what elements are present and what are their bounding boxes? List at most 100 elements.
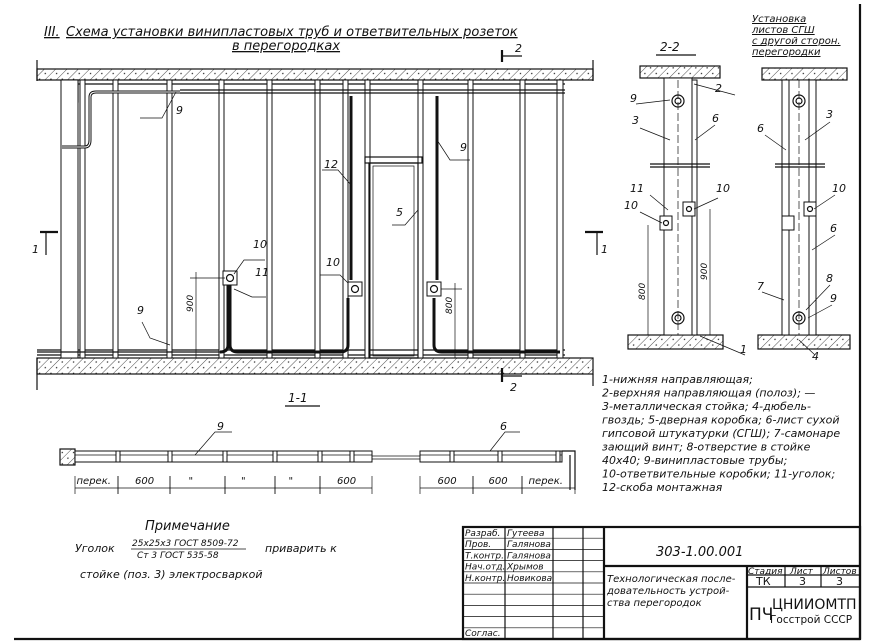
legend: 1-нижняя направляющая;2-верхняя направля… <box>602 373 840 494</box>
dim-right: 800 <box>445 297 455 314</box>
dimension-label: 600 <box>489 476 508 487</box>
svg-text:1: 1 <box>32 243 39 256</box>
legend-line: гипсовой штукатурки (СГШ); 7-самонаре <box>602 427 840 440</box>
other-side-title-line: Установка <box>752 14 806 25</box>
metal-stud <box>79 79 86 359</box>
junction-box <box>426 281 442 297</box>
role-name: Галянова <box>507 540 551 550</box>
description-2: довательность устрой- <box>606 586 730 597</box>
stud-section <box>272 450 278 463</box>
stud-section <box>115 450 121 463</box>
role-label: Разраб. <box>465 529 500 539</box>
callout-label: 9 <box>830 292 837 305</box>
stud-section <box>449 450 455 463</box>
doc-code: 303-1.00.001 <box>656 545 743 560</box>
dimension-label: " <box>189 476 194 487</box>
metal-stud <box>266 79 273 359</box>
label-door-frame: 5 <box>396 206 403 219</box>
junction-box <box>347 281 363 297</box>
other-side-title-line: листов СГШ <box>751 25 815 36</box>
callout-label: 10 <box>624 199 638 212</box>
metal-stud <box>166 79 173 359</box>
callout-label: 1 <box>740 343 747 356</box>
label-box-mid: 10 <box>326 256 340 269</box>
label-pipe-bottom: 9 <box>137 304 144 317</box>
svg-text:2: 2 <box>510 381 517 394</box>
stage-value: ТК <box>755 575 771 588</box>
role-label: Н.контр. <box>465 574 505 584</box>
role-name: Гутеева <box>507 529 544 539</box>
note: Примечание Уголок 25х25х3 ГОСТ 8509-72 С… <box>75 519 337 581</box>
callout-label: 10 <box>832 182 846 195</box>
callout-label: 4 <box>812 350 819 363</box>
role-name: Хрымов <box>506 563 544 573</box>
section-mark-2-top: 2 <box>500 42 522 62</box>
legend-line: 2-верхняя направляющая (полоз); — <box>602 387 815 400</box>
stud-section <box>222 450 228 463</box>
floor-slab <box>36 357 594 375</box>
callout-label: 2 <box>715 82 722 95</box>
note-prefix: Уголок <box>75 542 115 555</box>
section-mark-2-bottom: 2 <box>500 368 522 394</box>
legend-line: 40х40; 9-винипластовые трубы; <box>602 454 787 467</box>
dimension-label: перек. <box>529 476 563 487</box>
title-line1: Схема установки винипластовых труб и отв… <box>66 25 518 40</box>
callout-label: 11 <box>630 182 644 195</box>
org-line1: ЦНИИОМТП <box>772 597 857 613</box>
org-line2: Госстрой СССР <box>770 614 852 626</box>
sheets-header: Листов <box>822 567 857 577</box>
metal-stud <box>218 79 225 359</box>
dimension-label: " <box>289 476 294 487</box>
callout-label: 6 <box>830 222 837 235</box>
metal-stud <box>467 79 474 359</box>
stud-section <box>349 450 355 463</box>
callout-label: 6 <box>757 122 764 135</box>
dim-left: 900 <box>186 295 196 312</box>
stage-header: Стадия <box>748 567 783 577</box>
metal-studs <box>60 79 564 359</box>
label-corner: 11 <box>255 266 269 279</box>
other-side-title-line: с другой сторон. <box>752 36 841 47</box>
svg-text:800: 800 <box>638 283 648 300</box>
legend-line: зающий винт; 8-отверстие в стойке <box>602 441 811 454</box>
stud-section <box>317 450 323 463</box>
section-mark-1-left: 1 <box>32 230 58 256</box>
note-denominator: Ст 3 ГОСТ 535-58 <box>137 551 219 561</box>
section-1-1-title: 1-1 <box>288 391 308 405</box>
description-3: ства перегородок <box>607 598 702 609</box>
door-frame <box>368 162 419 359</box>
metal-stud <box>519 79 526 359</box>
callout-label: 3 <box>632 114 639 127</box>
callout-label: 8 <box>826 272 833 285</box>
title-line2: в перегородках <box>232 39 340 54</box>
role-name: Галянова <box>507 551 551 561</box>
label-box-left: 10 <box>253 238 267 251</box>
role-label: Пров. <box>465 540 491 550</box>
other-side-title-line: перегородки <box>752 47 821 58</box>
title-roman: III. <box>44 25 60 40</box>
legend-line: 1-нижняя направляющая; <box>602 373 753 386</box>
legend-line: 3-металлическая стойка; 4-дюбель- <box>602 400 811 413</box>
sheet-value: 3 <box>799 575 806 588</box>
title-block: Разраб.ГутееваПров.ГаляноваТ.контр.Галян… <box>461 525 862 641</box>
metal-stud <box>556 79 564 359</box>
door-header <box>364 156 423 164</box>
label-pipe-right: 9 <box>460 141 467 154</box>
legend-line: 12-скоба монтажная <box>602 481 723 494</box>
metal-stud <box>417 79 424 359</box>
drawing-title: III. Схема установки винипластовых труб … <box>44 25 518 54</box>
metal-stud <box>314 79 321 359</box>
note-suffix: приварить к <box>265 542 337 555</box>
stud-section <box>497 450 503 463</box>
partition-elevation: 900 800 9 9 9 12 5 10 10 11 1 1 2 2 <box>32 42 608 394</box>
callout-label: 7 <box>757 280 764 293</box>
dimension-label: " <box>241 476 246 487</box>
dimension-label: 600 <box>438 476 457 487</box>
svg-text:900: 900 <box>700 263 710 280</box>
svg-text:1: 1 <box>601 243 608 256</box>
section-mark-1-right: 1 <box>585 230 608 256</box>
note-line2: стойке (поз. 3) электросваркой <box>80 568 262 581</box>
note-heading: Примечание <box>145 519 230 534</box>
